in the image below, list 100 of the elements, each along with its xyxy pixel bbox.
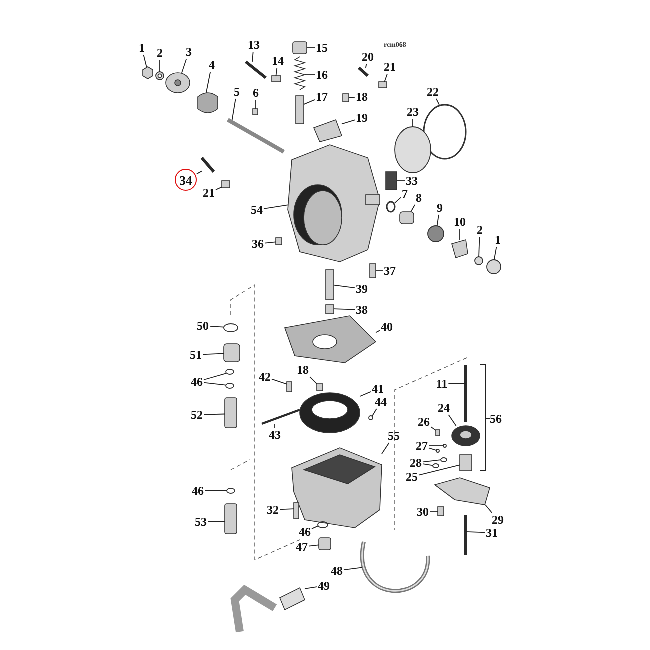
leader-line <box>412 118 414 128</box>
washer-drawing <box>474 256 484 266</box>
leader-line <box>448 414 457 426</box>
jet-drawing <box>326 270 334 300</box>
leader-line <box>436 214 440 226</box>
callout-number: 37 <box>383 264 397 278</box>
carburetor-body-drawing <box>288 144 380 262</box>
leader-line <box>334 284 356 289</box>
o-ring-drawing <box>432 464 440 468</box>
callout-number: 13 <box>247 38 261 52</box>
leader-line <box>312 526 318 530</box>
callout-number: 5 <box>233 85 241 99</box>
leader-line <box>202 353 224 356</box>
callout-number: 39 <box>355 282 369 296</box>
callout-number: 42 <box>258 370 272 384</box>
float-drawing <box>300 392 360 434</box>
leader-line <box>348 97 356 98</box>
o-ring-drawing <box>226 369 234 375</box>
leader-line <box>182 58 188 74</box>
callout-number: 24 <box>437 401 451 415</box>
leader-line <box>204 373 226 380</box>
callout-number: 50 <box>196 319 210 333</box>
leader-line <box>366 64 368 68</box>
callout-number: 3 <box>185 45 193 59</box>
callout-number: 14 <box>271 54 285 68</box>
callout-number: 26 <box>417 415 431 429</box>
callout-number: 44 <box>374 395 388 409</box>
piston-drawing <box>296 96 304 124</box>
o-ring-drawing <box>226 488 236 494</box>
cap-drawing <box>292 42 308 54</box>
callout-number: 22 <box>426 85 440 99</box>
diaphragm-drawing <box>394 126 432 174</box>
screw-drawing <box>252 108 258 116</box>
spring-drawing <box>198 92 218 114</box>
leader-line <box>280 508 294 510</box>
callout-number: 17 <box>315 90 329 104</box>
callout-number: 38 <box>355 303 369 317</box>
nut-drawing <box>142 66 154 80</box>
leader-line <box>478 236 480 258</box>
callout-number: 41 <box>371 382 385 396</box>
leader-line <box>304 74 316 76</box>
gasket-drawing <box>284 316 377 364</box>
screw-drawing <box>438 506 444 516</box>
callout-number: 21 <box>202 186 216 200</box>
callout-number: 1 <box>138 41 146 55</box>
callout-number: 1 <box>494 233 502 247</box>
spring-drawing <box>436 430 440 436</box>
leader-line <box>418 464 460 476</box>
leader-line <box>206 72 212 94</box>
leader-line <box>436 98 440 106</box>
callout-number: 46 <box>191 484 205 498</box>
callout-number: 6 <box>252 86 260 100</box>
leader-line <box>342 120 356 125</box>
cover-drawing <box>434 478 490 506</box>
float-bowl-drawing <box>292 448 382 528</box>
callout-number: 36 <box>251 237 265 251</box>
callout-number: 21 <box>383 60 397 74</box>
leader-line <box>204 382 226 386</box>
callout-number: 30 <box>416 505 430 519</box>
spring-drawing <box>428 226 444 242</box>
callout-number: 18 <box>355 90 369 104</box>
leader-line <box>204 490 228 492</box>
shaft-drawing <box>227 118 285 154</box>
callout-number: 53 <box>194 515 208 529</box>
leader-line <box>196 170 202 174</box>
elbow-drawing <box>230 584 306 633</box>
leader-line <box>422 464 434 466</box>
callout-number: 20 <box>361 50 375 64</box>
callout-number: 47 <box>295 540 309 554</box>
callout-number: 56 <box>489 412 503 426</box>
leader-line <box>396 180 406 182</box>
leader-line <box>143 54 148 68</box>
callout-number: 49 <box>317 579 331 593</box>
leader-line <box>252 52 254 62</box>
washer-drawing <box>156 72 164 80</box>
callout-number: 11 <box>435 377 449 391</box>
callout-number: 2 <box>156 46 164 60</box>
leader-line <box>304 586 318 590</box>
callout-number: 25 <box>405 470 419 484</box>
leader-line <box>310 376 318 384</box>
ball-drawing <box>436 449 440 453</box>
valve-drawing <box>460 454 472 472</box>
leader-line <box>382 442 390 454</box>
highlighted-callout-number: 34 <box>175 169 197 191</box>
leader-line <box>308 544 320 547</box>
rod-drawing <box>464 515 468 555</box>
callout-number: 32 <box>266 503 280 517</box>
spring-drawing <box>386 172 398 190</box>
leader-line <box>304 100 316 106</box>
leader-line <box>422 460 442 463</box>
callout-number: 9 <box>436 201 444 215</box>
fitting-drawing <box>224 398 238 428</box>
leader-line <box>485 504 493 514</box>
screw-drawing <box>200 157 216 173</box>
ball-drawing <box>443 444 447 448</box>
callout-number: 48 <box>330 564 344 578</box>
screw-drawing <box>245 60 267 80</box>
valve-drawing <box>400 212 414 224</box>
callout-number: 23 <box>406 105 420 119</box>
bracket-drawing <box>313 119 343 142</box>
